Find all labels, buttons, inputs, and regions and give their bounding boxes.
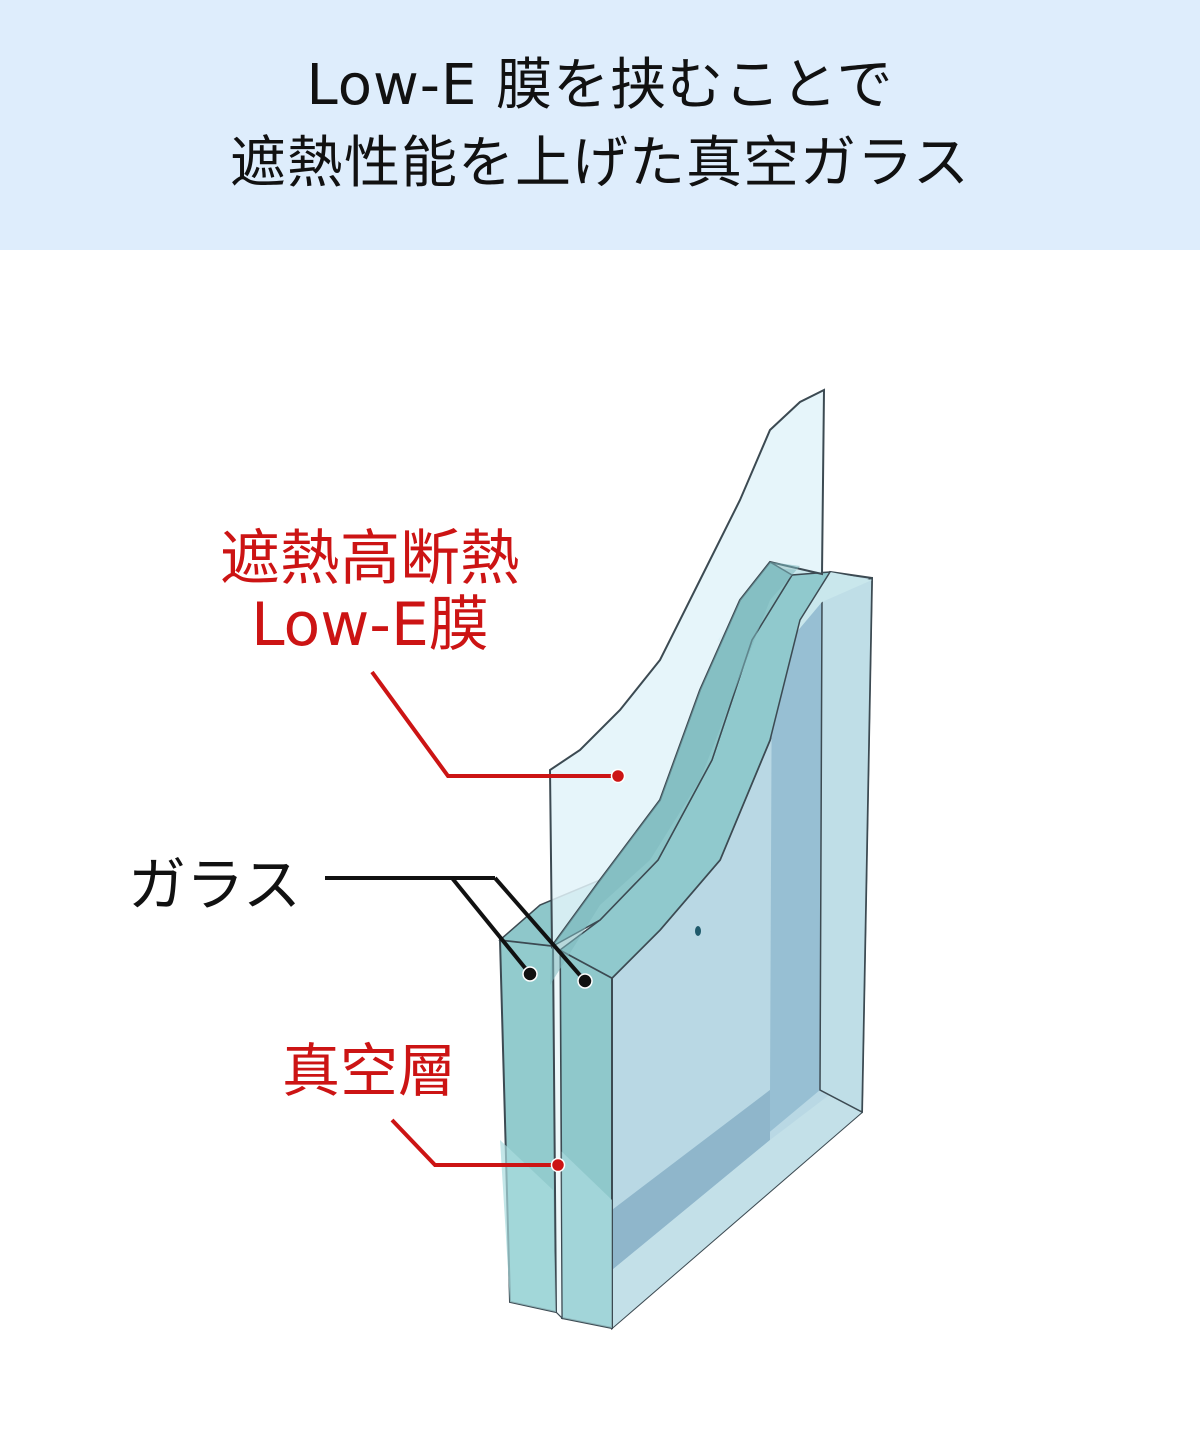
title-banner: Low-E 膜を挟むことで 遮熱性能を上げた真空ガラス (0, 0, 1200, 250)
glass-pane-back (558, 571, 832, 1330)
vacuum-glass-diagram: 遮熱高断熱 Low-E膜 ガラス 真空層 (0, 250, 1200, 1450)
callout-glass (325, 876, 593, 989)
label-lowe-film-line1: 遮熱高断熱 (220, 524, 520, 594)
label-vacuum-layer: 真空層 (282, 1037, 457, 1105)
title-line-1: Low-E 膜を挟むことで (306, 53, 894, 118)
callout-lowe-film (370, 670, 626, 784)
callout-vacuum-layer (390, 1118, 566, 1173)
lowe-film (548, 388, 826, 985)
title-line-2: 遮熱性能を上げた真空ガラス (230, 131, 970, 196)
label-lowe-film: 遮熱高断熱 Low-E膜 (200, 526, 540, 658)
glass-illustration (325, 388, 874, 1331)
label-lowe-film-line2: Low-E膜 (251, 590, 489, 660)
label-glass: ガラス (128, 851, 301, 919)
glass-unit-body (611, 568, 874, 1331)
